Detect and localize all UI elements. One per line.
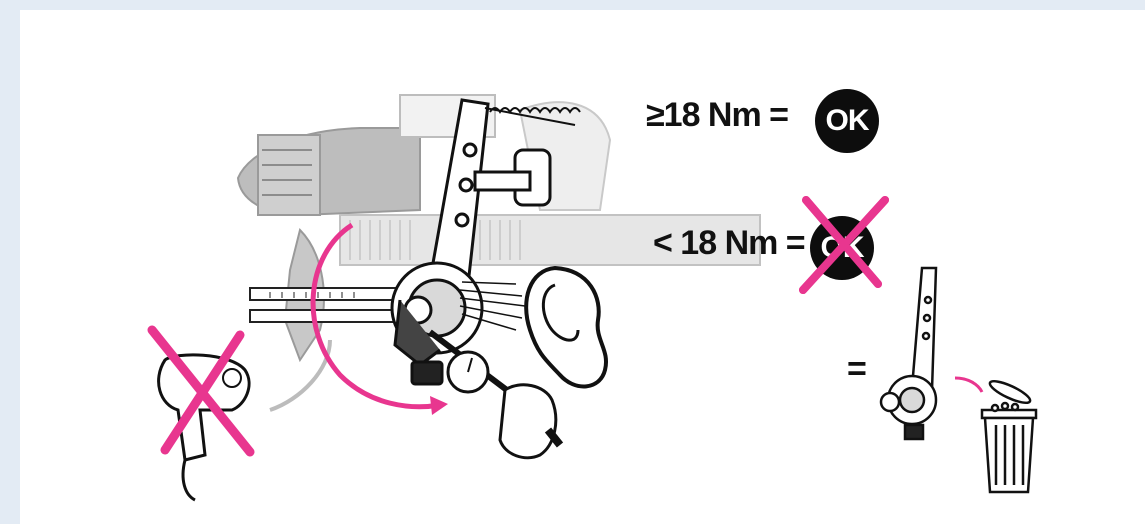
slack-adjuster [390, 98, 581, 386]
ok-torque-condition: ≥18 Nm = [646, 96, 789, 134]
ok-badge: OK [815, 89, 879, 153]
toss-arrow-icon [954, 376, 984, 393]
discarded-slack-adjuster [879, 266, 938, 441]
camshaft [249, 287, 411, 323]
curved-arrow-icon [310, 222, 448, 415]
low-torque-condition: < 18 Nm = [653, 224, 806, 262]
illustration-panel [20, 10, 1145, 524]
torque-gauge-icon [428, 329, 564, 460]
sound-lines [459, 281, 526, 331]
impact-wrench-crossed-icon [147, 325, 255, 502]
ear-icon [524, 265, 609, 389]
rejected-ok-badge: OK [810, 216, 874, 280]
trash-bin-icon [980, 379, 1038, 494]
discard-equals: = [847, 350, 867, 388]
